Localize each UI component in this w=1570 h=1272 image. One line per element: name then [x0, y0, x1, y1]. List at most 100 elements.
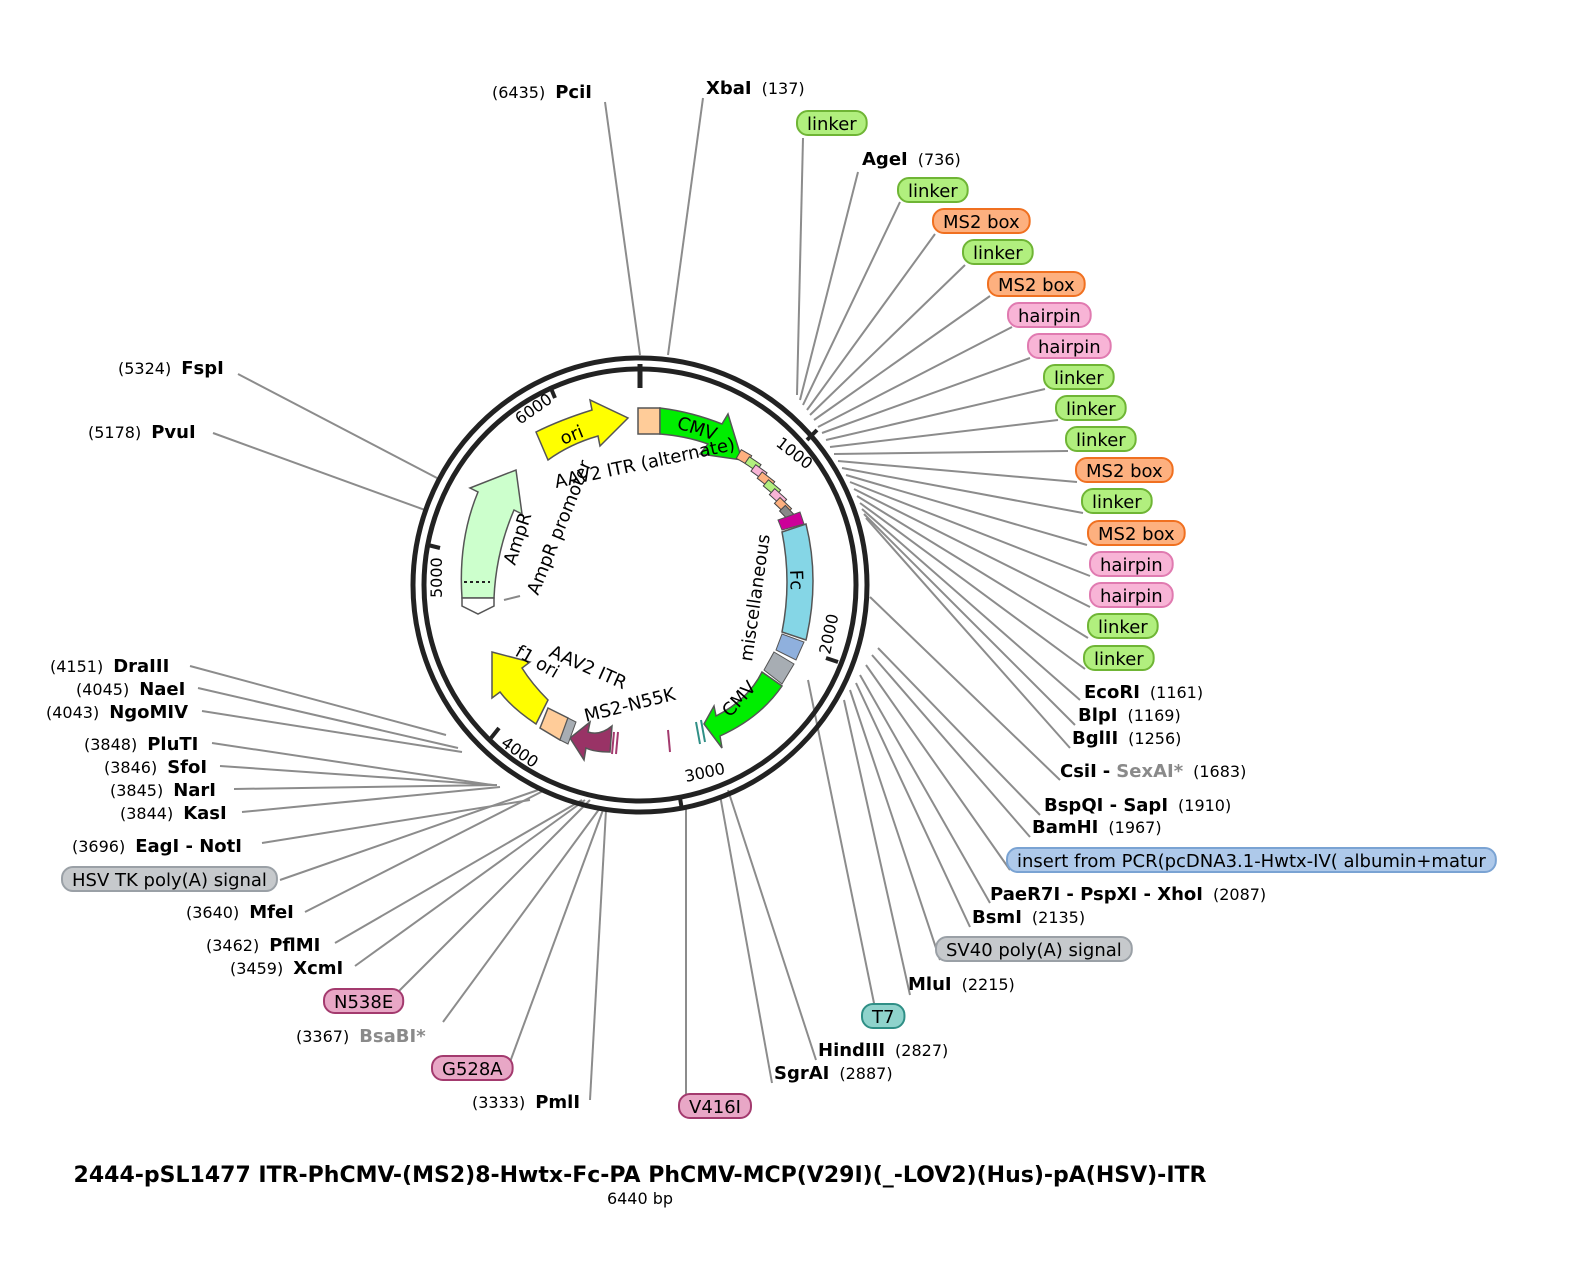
feature-callout-pill — [1055, 395, 1127, 421]
feature-callout: linker — [1087, 613, 1159, 639]
enzyme-ecori: EcoRI(1161) — [1084, 682, 1203, 703]
fc-arc — [781, 523, 814, 641]
enzyme-naei: (4045)NaeI — [76, 679, 185, 700]
enzyme-nari: (3845)NarI — [110, 780, 216, 801]
feature-callout-pill — [932, 208, 1031, 234]
feature-callout-pill — [323, 988, 405, 1014]
ampr-arrow — [460, 468, 523, 599]
feature-callout: hairpin — [1089, 551, 1174, 577]
feature-callout: linker — [1055, 395, 1127, 421]
feature-callout-label: HSV TK poly(A) signal — [72, 870, 267, 891]
enzyme-draiii: (4151)DraIII — [50, 656, 169, 677]
enzyme-paer7i-pspxi-xhoi: PaeR7I - PspXI - XhoI(2087) — [990, 884, 1266, 905]
f1-ori-arrow — [491, 651, 549, 726]
plasmid-length: 6440 bp — [607, 1189, 673, 1208]
features — [460, 398, 814, 763]
feature-callout-pill — [962, 239, 1034, 265]
feature-callout-label: linker — [1066, 399, 1116, 420]
enzyme-eagi-noti: (3696)EagI - NotI — [72, 836, 242, 857]
enzyme-mfei: (3640)MfeI — [186, 902, 294, 923]
feature-callout-pill — [1027, 333, 1112, 359]
feature-callout-pill — [1083, 645, 1155, 671]
ampr-promoter-arrow — [461, 597, 495, 615]
feature-callout-pill — [431, 1055, 514, 1081]
enzyme-pmli: (3333)PmlI — [472, 1092, 580, 1113]
feature-callout-label: hairpin — [1100, 586, 1163, 607]
enzyme-ngomiv: (4043)NgoMIV — [46, 702, 188, 723]
feature-callout: insert from PCR(pcDNA3.1-Hwtx-IV( albumi… — [1006, 847, 1497, 873]
feature-callout-pill — [1087, 520, 1186, 546]
feature-callout: MS2 box — [932, 208, 1031, 234]
feature-callout-label: MS2 box — [1086, 461, 1163, 482]
feature-callout-label: hairpin — [1018, 306, 1081, 327]
feature-callout: linker — [1065, 426, 1137, 452]
enzyme-blpi: BlpI(1169) — [1078, 705, 1181, 726]
enzyme-bglii: BglII(1256) — [1072, 728, 1181, 749]
feature-callout-pill — [678, 1093, 752, 1119]
feature-callout-pill — [935, 936, 1133, 962]
enzyme-bsmi: BsmI(2135) — [972, 907, 1085, 928]
plasmid-title: 2444-pSL1477 ITR-PhCMV-(MS2)8-Hwtx-Fc-PA… — [74, 1163, 1207, 1188]
enzyme-bsabi: (3367)BsaBI* — [296, 1026, 426, 1047]
feature-callout: hairpin — [1027, 333, 1112, 359]
feature-callout-label: insert from PCR(pcDNA3.1-Hwtx-IV( albumi… — [1017, 851, 1486, 872]
feature-callout: HSV TK poly(A) signal — [61, 866, 278, 892]
feature-callout-label: hairpin — [1100, 555, 1163, 576]
enzyme-pflmi: (3462)PflMI — [206, 935, 320, 956]
enzyme-hindiii: HindIII(2827) — [818, 1040, 948, 1061]
enzyme-xbai: XbaI(137) — [706, 78, 805, 99]
enzyme-pcii: (6435)PciI — [492, 82, 592, 103]
enzyme-labels: (6435)PciI XbaI(137) AgeI(736) EcoRI(116… — [46, 78, 1266, 1113]
feature-callout-pill — [1006, 847, 1497, 873]
enzyme-sgrai: SgrAI(2887) — [774, 1063, 893, 1084]
feature-callout-pill — [1089, 551, 1174, 577]
feature-callout-pill — [1043, 364, 1115, 390]
feature-callout-label: linker — [908, 181, 958, 202]
enzyme-agei: AgeI(736) — [862, 149, 961, 170]
leader-lines — [189, 97, 1091, 1101]
enzyme-fspi: (5324)FspI — [118, 358, 224, 379]
feature-callout: SV40 poly(A) signal — [935, 936, 1133, 962]
ms2-n55k-arrow — [569, 720, 613, 763]
feature-callout-label: V416I — [689, 1097, 741, 1118]
feature-callout: linker — [962, 239, 1034, 265]
feature-callout: linker — [796, 110, 868, 136]
feature-callout-label: SV40 poly(A) signal — [946, 940, 1122, 961]
feature-callout: MS2 box — [1087, 520, 1186, 546]
ms2-repeat-region — [735, 448, 798, 524]
feature-callout-pill — [1081, 488, 1153, 514]
tick-5000: 5000 — [427, 557, 446, 598]
enzyme-bspqi-sapi: BspQI - SapI(1910) — [1044, 795, 1231, 816]
feature-callout-label: N538E — [334, 992, 393, 1013]
enzyme-kasi: (3844)KasI — [120, 803, 227, 824]
feature-callout: MS2 box — [1075, 457, 1174, 483]
tick-2000: 2000 — [815, 612, 842, 656]
feature-callout: N538E — [323, 988, 405, 1014]
feature-callout-pill — [987, 271, 1086, 297]
feature-callout-pill — [861, 1003, 906, 1029]
tick-3000: 3000 — [683, 759, 727, 786]
feature-callout: T7 — [861, 1003, 906, 1029]
arc-label-misc: miscellaneous — [736, 533, 775, 663]
ori-arrow — [535, 398, 630, 462]
feature-callout: linker — [897, 177, 969, 203]
feature-callout: V416I — [678, 1093, 752, 1119]
enzyme-sfoi: (3846)SfoI — [104, 757, 207, 778]
enzyme-pvui: (5178)PvuI — [88, 422, 196, 443]
feature-callout-label: hairpin — [1038, 337, 1101, 358]
enzyme-xcmi: (3459)XcmI — [230, 958, 343, 979]
backbone — [410, 355, 870, 815]
arc-label-ms2-n55k: MS2-N55K — [582, 684, 679, 727]
feature-callout-label: linker — [1094, 649, 1144, 670]
enzyme-mlui: MluI(2215) — [908, 974, 1015, 995]
feature-callout-pill — [61, 866, 278, 892]
misc-block-gray — [763, 651, 795, 685]
feature-callout: linker — [1081, 488, 1153, 514]
arc-label-fc: Fc — [785, 569, 807, 590]
misc-block-blue — [775, 633, 805, 661]
feature-callout-label: linker — [1054, 368, 1104, 389]
itr-alt-box — [637, 407, 661, 435]
feature-callout-label: MS2 box — [943, 212, 1020, 233]
